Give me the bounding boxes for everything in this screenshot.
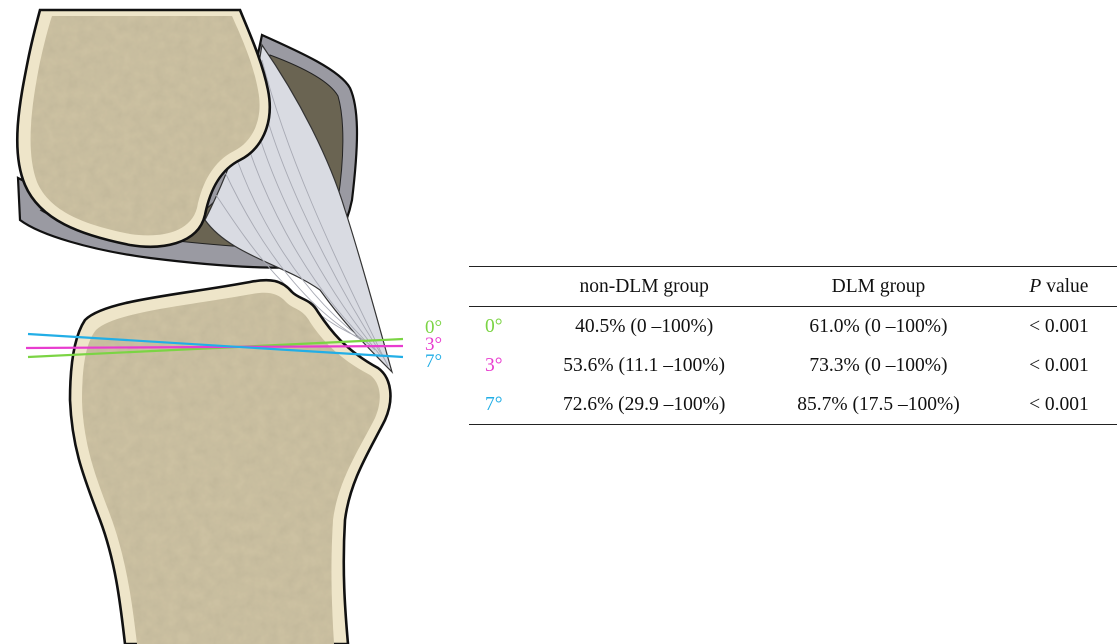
cell-non-dlm: 40.5% (0 –100%) [532,307,756,347]
row-angle: 7° [469,385,532,425]
cell-p-value: < 0.001 [1001,385,1117,425]
cell-dlm: 73.3% (0 –100%) [756,346,1001,385]
results-table: non-DLM group DLM group P value 0° 40.5%… [469,266,1117,425]
cell-non-dlm: 53.6% (11.1 –100%) [532,346,756,385]
table-row: 0° 40.5% (0 –100%) 61.0% (0 –100%) < 0.0… [469,307,1117,347]
cell-p-value: < 0.001 [1001,346,1117,385]
header-dlm: DLM group [756,267,1001,307]
knee-illustration [0,0,460,644]
row-angle: 0° [469,307,532,347]
cell-dlm: 61.0% (0 –100%) [756,307,1001,347]
angle-label-7: 7° [425,352,442,371]
cell-non-dlm: 72.6% (29.9 –100%) [532,385,756,425]
header-angle [469,267,532,307]
table-header-row: non-DLM group DLM group P value [469,267,1117,307]
header-non-dlm: non-DLM group [532,267,756,307]
row-angle: 3° [469,346,532,385]
cell-p-value: < 0.001 [1001,307,1117,347]
table-row: 7° 72.6% (29.9 –100%) 85.7% (17.5 –100%)… [469,385,1117,425]
header-p-value: P value [1001,267,1117,307]
table-row: 3° 53.6% (11.1 –100%) 73.3% (0 –100%) < … [469,346,1117,385]
cell-dlm: 85.7% (17.5 –100%) [756,385,1001,425]
